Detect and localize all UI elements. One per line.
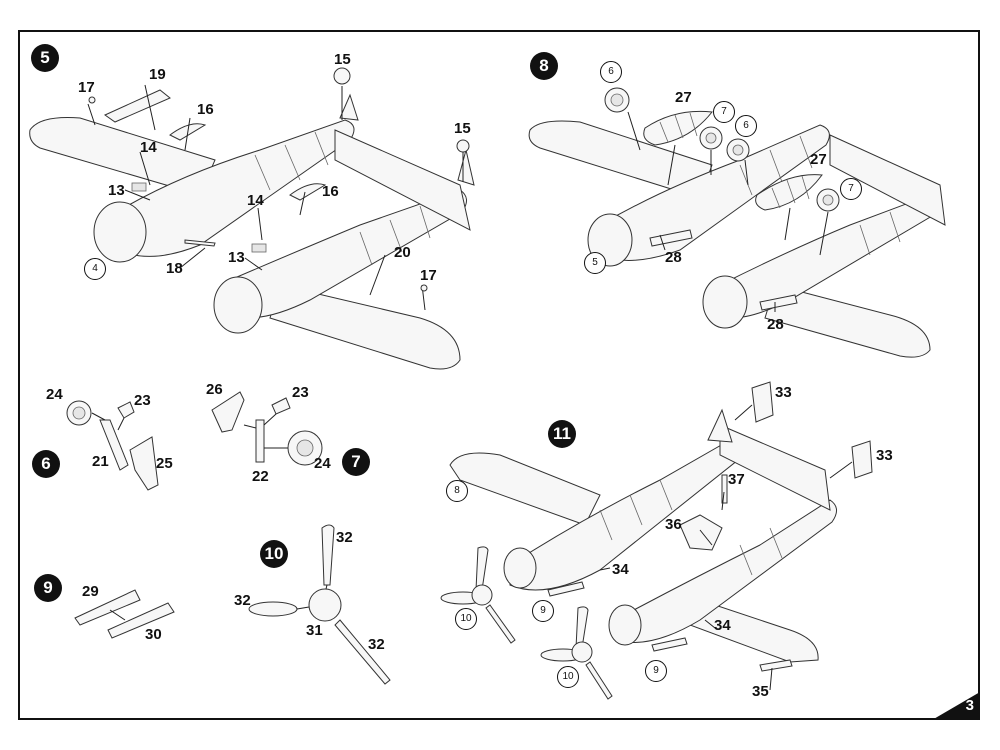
ref-circle: 9 xyxy=(645,660,667,682)
step-5-badge: 5 xyxy=(31,44,59,72)
step5-aircraft-drawing xyxy=(29,67,475,370)
part-label: 33 xyxy=(876,447,893,464)
step10-propeller-drawing xyxy=(248,524,391,685)
part-label: 19 xyxy=(149,66,166,83)
part-label: 37 xyxy=(728,471,745,488)
part-label: 36 xyxy=(665,516,682,533)
ref-circle: 7 xyxy=(840,178,862,200)
part-label: 14 xyxy=(140,139,157,156)
part-label: 16 xyxy=(322,183,339,200)
part-label: 14 xyxy=(247,192,264,209)
part-label: 32 xyxy=(368,636,385,653)
ref-circle: 5 xyxy=(584,252,606,274)
part-label: 23 xyxy=(292,384,309,401)
part-label: 24 xyxy=(46,386,63,403)
ref-circle: 10 xyxy=(557,666,579,688)
part-label: 28 xyxy=(665,249,682,266)
part-label: 32 xyxy=(234,592,251,609)
ref-circle: 7 xyxy=(713,101,735,123)
step-8-badge: 8 xyxy=(530,52,558,80)
part-label: 25 xyxy=(156,455,173,472)
part-label: 15 xyxy=(334,51,351,68)
part-label: 13 xyxy=(228,249,245,266)
part-label: 30 xyxy=(145,626,162,643)
step-9-badge: 9 xyxy=(34,574,62,602)
step8-aircraft-drawing xyxy=(528,87,946,358)
step11-aircraft-drawing xyxy=(440,381,873,700)
part-label: 22 xyxy=(252,468,269,485)
ref-circle: 8 xyxy=(446,480,468,502)
part-label: 34 xyxy=(612,561,629,578)
step-6-badge: 6 xyxy=(32,450,60,478)
part-label: 13 xyxy=(108,182,125,199)
part-label: 35 xyxy=(752,683,769,700)
part-label: 20 xyxy=(394,244,411,261)
part-label: 27 xyxy=(810,151,827,168)
ref-circle: 6 xyxy=(600,61,622,83)
step9-rack-drawing xyxy=(74,589,175,639)
ref-circle: 10 xyxy=(455,608,477,630)
step-10-badge: 10 xyxy=(260,540,288,568)
part-label: 32 xyxy=(336,529,353,546)
part-label: 15 xyxy=(454,120,471,137)
ref-circle: 4 xyxy=(84,258,106,280)
part-label: 18 xyxy=(166,260,183,277)
part-label: 21 xyxy=(92,453,109,470)
step6-gear-drawing xyxy=(66,400,159,491)
part-label: 17 xyxy=(78,79,95,96)
part-label: 23 xyxy=(134,392,151,409)
part-label: 33 xyxy=(775,384,792,401)
step-7-badge: 7 xyxy=(342,448,370,476)
page-frame xyxy=(18,30,980,720)
part-label: 26 xyxy=(206,381,223,398)
step-11-badge: 11 xyxy=(548,420,576,448)
part-label: 24 xyxy=(314,455,331,472)
part-label: 28 xyxy=(767,316,784,333)
step7-gear-drawing xyxy=(211,391,323,466)
part-label: 16 xyxy=(197,101,214,118)
part-label: 29 xyxy=(82,583,99,600)
ref-circle: 6 xyxy=(735,115,757,137)
part-label: 34 xyxy=(714,617,731,634)
ref-circle: 9 xyxy=(532,600,554,622)
part-label: 27 xyxy=(675,89,692,106)
part-label: 17 xyxy=(420,267,437,284)
part-label: 31 xyxy=(306,622,323,639)
